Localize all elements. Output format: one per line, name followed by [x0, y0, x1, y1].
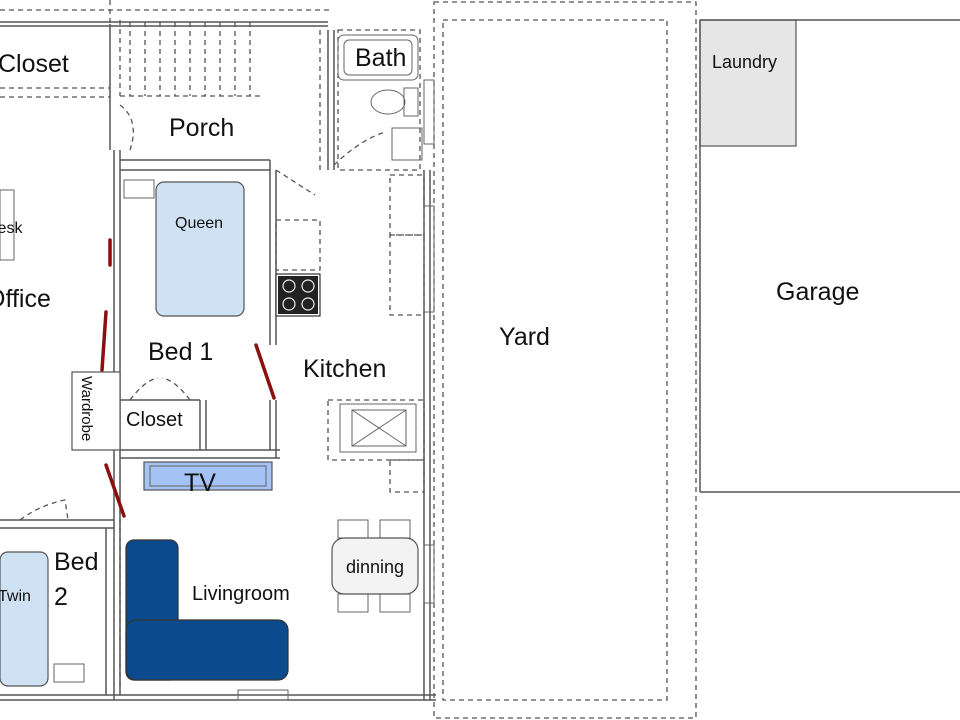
twin-bed [0, 551, 49, 687]
label-office: Office [0, 285, 51, 313]
kitchen-sink [339, 403, 417, 453]
label-wardrobe: Wardrobe [78, 376, 95, 441]
label-kitchen: Kitchen [303, 355, 386, 383]
label-bed2-line1: Bed [54, 548, 98, 576]
dashed-lines [0, 0, 697, 719]
door-bed1 [100, 310, 108, 372]
label-garage: Garage [776, 278, 859, 306]
sofa-main [125, 619, 289, 681]
dining-table [331, 537, 419, 595]
label-dinning: dinning [346, 557, 404, 577]
chair [379, 519, 411, 539]
chair [337, 519, 369, 539]
toilet [370, 89, 406, 115]
label-livingroom: Livingroom [192, 583, 290, 605]
door-kitchen [254, 343, 276, 400]
chair [379, 593, 411, 613]
label-desk: Desk [0, 220, 23, 237]
door-swings [19, 104, 386, 521]
laundry-box [699, 19, 797, 147]
label-porch: Porch [169, 114, 234, 142]
label-twin: Twin [0, 588, 31, 605]
nightstand [123, 179, 155, 199]
wardrobe [71, 371, 121, 451]
label-bed2-line2: 2 [54, 583, 68, 611]
label-bed1: Bed 1 [148, 338, 213, 366]
chair [337, 593, 369, 613]
nightstand [53, 663, 85, 683]
label-laundry: Laundry [712, 52, 777, 72]
label-yard: Yard [499, 323, 550, 351]
tv-stand [143, 461, 273, 491]
queen-bed [155, 181, 245, 317]
label-bath: Bath [355, 44, 406, 72]
label-closet-mid: Closet [126, 409, 183, 431]
door-bed2 [104, 463, 126, 518]
bath-sink [391, 127, 423, 161]
doors [100, 238, 276, 518]
windows [237, 79, 435, 701]
desk [0, 189, 15, 261]
bathtub [337, 34, 419, 81]
label-closet-top: Closet [0, 50, 69, 78]
label-queen: Queen [175, 215, 223, 232]
label-tv: TV [184, 469, 216, 497]
